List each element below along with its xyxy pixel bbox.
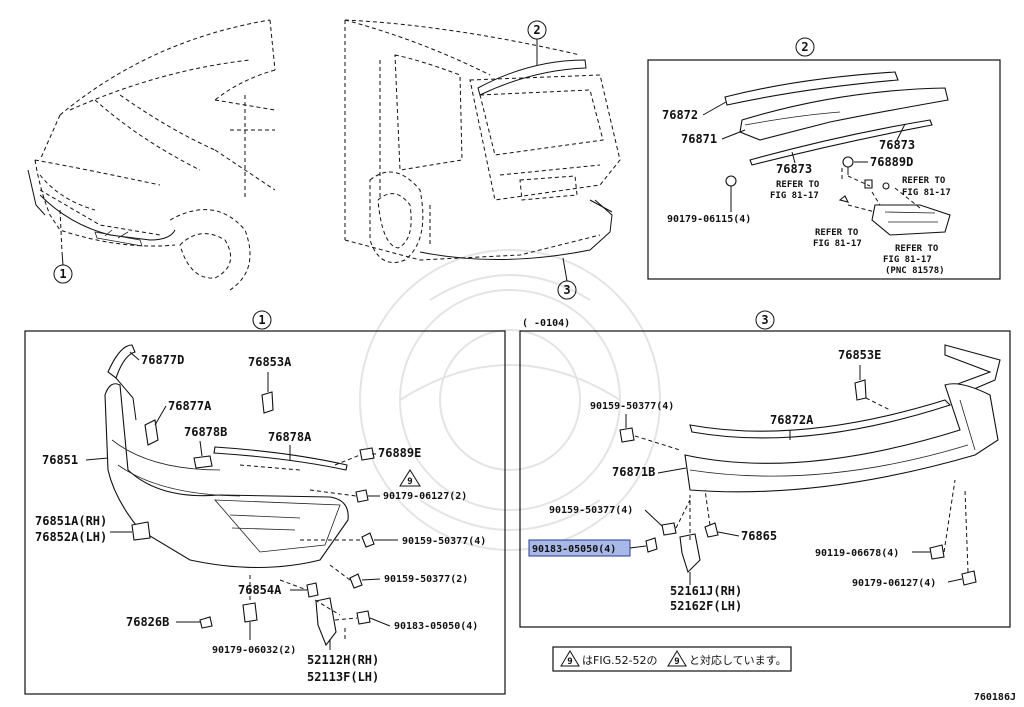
svg-text:2: 2 (533, 23, 540, 37)
svg-text:76873: 76873 (776, 162, 812, 176)
svg-text:9: 9 (674, 657, 679, 667)
rear-bumper-labels: 76853E 90159-50377(4) 76872A 76871B 9015… (528, 348, 963, 613)
svg-text:2: 2 (801, 40, 808, 54)
svg-text:はFIG.52-52の: はFIG.52-52の (582, 654, 658, 667)
svg-text:52162F(LH): 52162F(LH) (670, 599, 742, 613)
note-9-triangle-front: 9 (399, 469, 421, 487)
svg-text:FIG 81-17: FIG 81-17 (770, 191, 819, 201)
callout-3-top: 3 (557, 257, 577, 300)
svg-text:90119-06678(4): 90119-06678(4) (815, 548, 899, 559)
svg-text:76854A: 76854A (238, 583, 282, 597)
highlighted-part-90183-05050[interactable]: 90183-05050(4) (528, 539, 631, 557)
spoiler-parts (724, 71, 951, 236)
svg-text:90179-06115(4): 90179-06115(4) (667, 214, 751, 225)
svg-text:52161J(RH): 52161J(RH) (670, 584, 742, 598)
front-bumper-parts (104, 344, 375, 647)
svg-text:90179-06032(2): 90179-06032(2) (212, 645, 296, 656)
svg-text:76877D: 76877D (141, 353, 184, 367)
svg-text:76851: 76851 (42, 453, 78, 467)
svg-text:52112H(RH): 52112H(RH) (307, 653, 379, 667)
svg-text:76873: 76873 (879, 138, 915, 152)
svg-text:52113F(LH): 52113F(LH) (307, 670, 379, 684)
figure-id: 760186J (974, 692, 1016, 703)
svg-text:90159-50377(2): 90159-50377(2) (384, 574, 468, 585)
svg-text:FIG 81-17: FIG 81-17 (813, 239, 862, 249)
front-car-illustration (27, 19, 276, 291)
svg-text:9: 9 (407, 477, 412, 487)
svg-text:76853A: 76853A (248, 355, 292, 369)
svg-text:76871B: 76871B (612, 465, 655, 479)
svg-text:9: 9 (567, 657, 572, 667)
rear-date-range: ( -0104) (522, 318, 570, 329)
svg-text:76878A: 76878A (268, 430, 312, 444)
watermark-emblem (359, 249, 661, 551)
svg-text:REFER TO: REFER TO (902, 176, 946, 186)
svg-text:REFER TO: REFER TO (776, 180, 820, 190)
callout-3-box-header: 3 (755, 310, 775, 330)
svg-text:76889E: 76889E (378, 446, 421, 460)
svg-text:76826B: 76826B (126, 615, 169, 629)
svg-text:1: 1 (59, 267, 66, 281)
callout-1-top: 1 (53, 251, 73, 284)
svg-text:76865: 76865 (741, 529, 777, 543)
svg-text:76872A: 76872A (770, 413, 814, 427)
callout-2-box-header: 2 (795, 37, 815, 57)
svg-text:90159-50377(4): 90159-50377(4) (402, 536, 486, 547)
rear-bumper-parts (619, 344, 1001, 586)
spoiler-detail-box (647, 59, 1001, 280)
front-bumper-labels: 76877D 76853A 76877A 76878B 76878A 76851… (35, 351, 486, 684)
svg-text:FIG 81-17: FIG 81-17 (902, 188, 951, 198)
svg-text:REFER TO: REFER TO (895, 244, 939, 254)
svg-text:90179-06127(2): 90179-06127(2) (383, 491, 467, 502)
svg-text:(PNC 81578): (PNC 81578) (885, 266, 945, 276)
svg-text:REFER TO: REFER TO (815, 228, 859, 238)
svg-text:90183-05050(4): 90183-05050(4) (394, 621, 478, 632)
callout-1-box-header: 1 (252, 310, 272, 330)
svg-text:76878B: 76878B (184, 425, 227, 439)
svg-text:90179-06127(4): 90179-06127(4) (852, 578, 936, 589)
svg-text:3: 3 (563, 283, 570, 297)
svg-text:76872: 76872 (662, 108, 698, 122)
note-box: 9 はFIG.52-52の 9 と対応しています。 (552, 646, 792, 672)
svg-text:76871: 76871 (681, 132, 717, 146)
svg-text:90183-05050(4): 90183-05050(4) (532, 544, 616, 555)
svg-text:76852A(LH): 76852A(LH) (35, 530, 107, 544)
svg-text:1: 1 (258, 313, 265, 327)
front-bumper-box (24, 330, 506, 695)
rear-bumper-box (519, 330, 1011, 628)
svg-text:76853E: 76853E (838, 348, 881, 362)
rear-car-illustration (344, 19, 621, 263)
svg-text:76851A(RH): 76851A(RH) (35, 514, 107, 528)
svg-text:76877A: 76877A (168, 399, 212, 413)
svg-text:FIG 81-17: FIG 81-17 (883, 255, 932, 265)
svg-text:3: 3 (761, 313, 768, 327)
svg-text:90159-50377(4): 90159-50377(4) (590, 401, 674, 412)
svg-text:と対応しています。: と対応しています。 (689, 653, 787, 667)
svg-text:76889D: 76889D (870, 155, 913, 169)
spoiler-labels: 76872 76871 76873 76873 76889D 90179-061… (662, 101, 951, 276)
svg-text:90159-50377(4): 90159-50377(4) (549, 505, 633, 516)
callout-2-top: 2 (527, 20, 547, 65)
